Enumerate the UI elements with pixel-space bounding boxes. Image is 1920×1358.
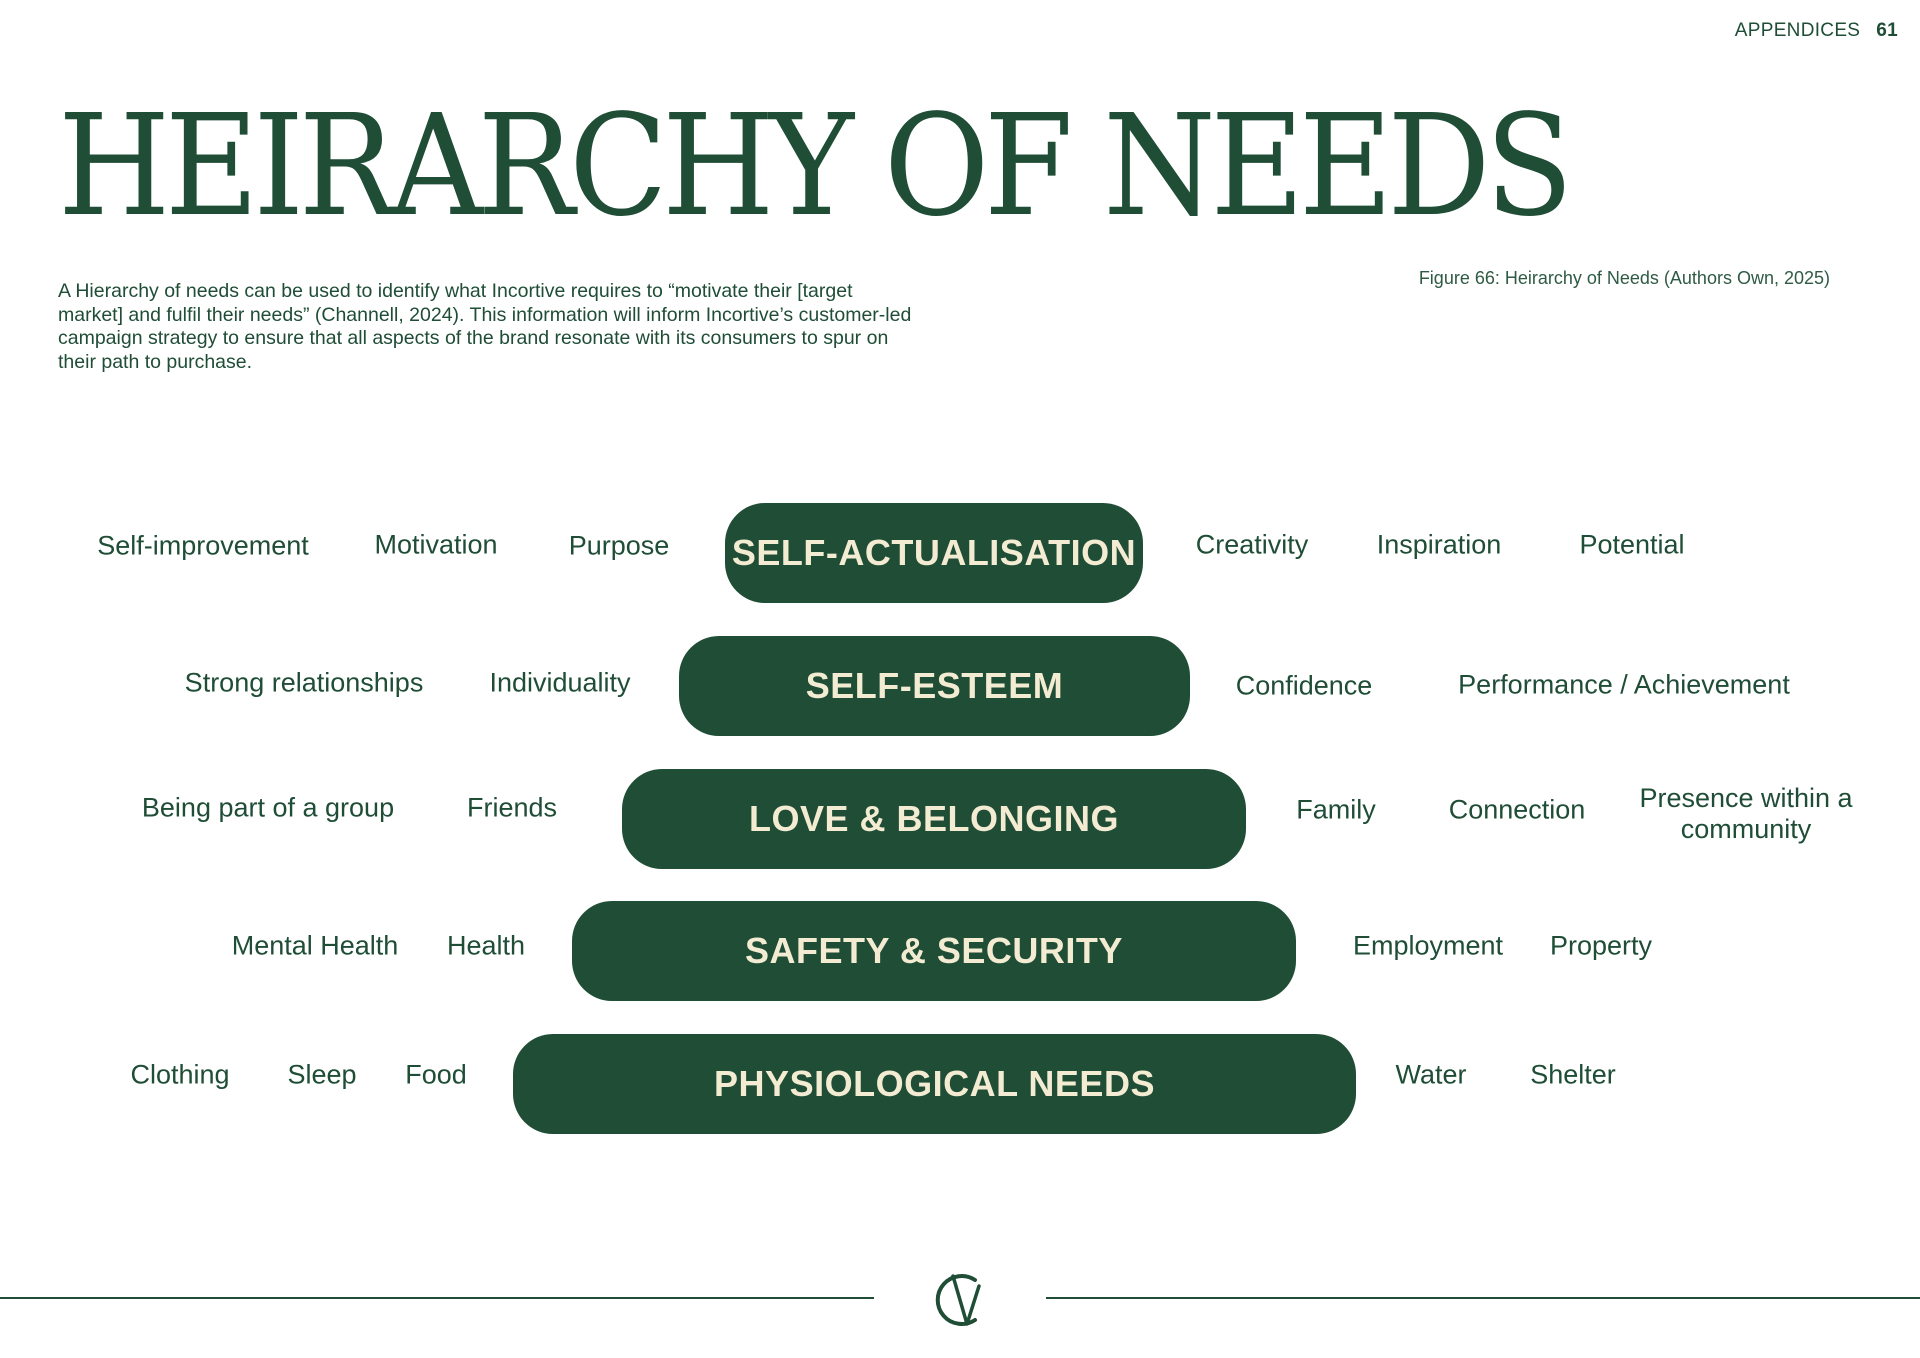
tier-safety-security: SAFETY & SECURITY xyxy=(572,901,1296,1001)
need-label: Creativity xyxy=(1195,529,1309,560)
need-label: Health xyxy=(446,930,526,961)
need-label: Purpose xyxy=(568,530,670,561)
need-label: Clothing xyxy=(130,1059,230,1090)
intro-paragraph: A Hierarchy of needs can be used to iden… xyxy=(58,280,912,373)
need-label: Inspiration xyxy=(1376,529,1502,560)
need-label: Self-improvement xyxy=(97,530,309,561)
need-label: Confidence xyxy=(1235,670,1373,701)
need-label: Shelter xyxy=(1530,1059,1616,1090)
need-label: Performance / Achievement xyxy=(1458,669,1790,700)
need-label: Employment xyxy=(1352,930,1504,961)
tier-love-belonging: LOVE & BELONGING xyxy=(622,769,1246,869)
need-label: Friends xyxy=(466,792,558,823)
need-label: Motivation xyxy=(374,529,498,560)
tier-self-actualisation: SELF-ACTUALISATION xyxy=(725,503,1143,603)
need-label: Presence within a community xyxy=(1639,783,1853,844)
tier-self-esteem: SELF-ESTEEM xyxy=(679,636,1190,736)
need-label: Sleep xyxy=(287,1059,357,1090)
need-label: Water xyxy=(1395,1059,1467,1090)
section-label: APPENDICES xyxy=(1734,20,1861,41)
footer-divider-left xyxy=(0,1297,874,1299)
need-label: Strong relationships xyxy=(184,667,424,698)
cv-monogram-logo xyxy=(935,1274,981,1326)
need-label: Property xyxy=(1549,930,1653,961)
tier-physiological-needs: PHYSIOLOGICAL NEEDS xyxy=(513,1034,1356,1134)
need-label: Connection xyxy=(1448,794,1586,825)
footer-divider-right xyxy=(1046,1297,1920,1299)
need-label: Individuality xyxy=(489,667,631,698)
need-label: Mental Health xyxy=(231,930,399,961)
need-label: Being part of a group xyxy=(141,792,395,823)
page-number: 61 xyxy=(1876,20,1898,41)
need-label: Family xyxy=(1296,794,1376,825)
need-label: Food xyxy=(405,1059,467,1090)
page-title: HEIRARCHY OF NEEDS xyxy=(58,85,1573,248)
page-header: APPENDICES 61 xyxy=(1735,20,1898,42)
need-label: Potential xyxy=(1579,529,1685,560)
figure-caption: Figure 66: Heirarchy of Needs (Authors O… xyxy=(1418,268,1830,288)
